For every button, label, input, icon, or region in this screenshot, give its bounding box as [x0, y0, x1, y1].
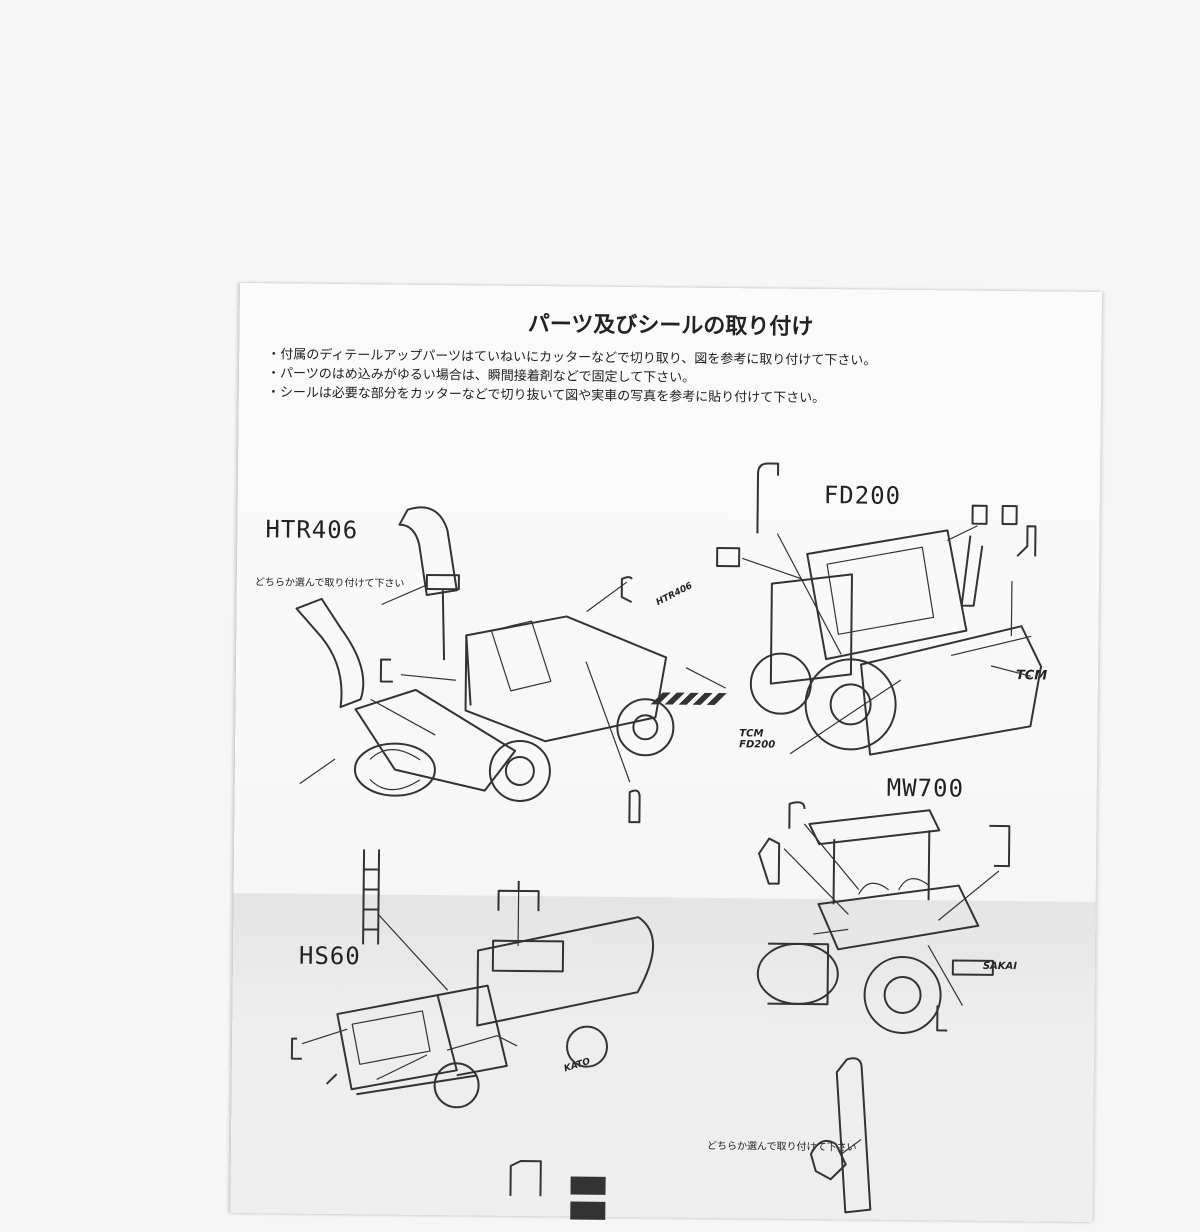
instruction-notes: ・付属のディテールアップパーツはていねいにカッターなどで切り取り、図を参考に取り…: [267, 345, 1068, 410]
instruction-sheet: パーツ及びシールの取り付け ・付属のディテールアップパーツはていねいにカッターな…: [230, 283, 1102, 1232]
htr406-diagram: [295, 506, 727, 824]
hs60-diagram: [290, 849, 655, 1109]
fd200-diagram: [716, 462, 1043, 756]
page-title: パーツ及びシールの取り付け: [527, 312, 814, 341]
mw700-diagram: [756, 801, 1011, 1034]
bottom-parts-diagram: [509, 1057, 872, 1220]
